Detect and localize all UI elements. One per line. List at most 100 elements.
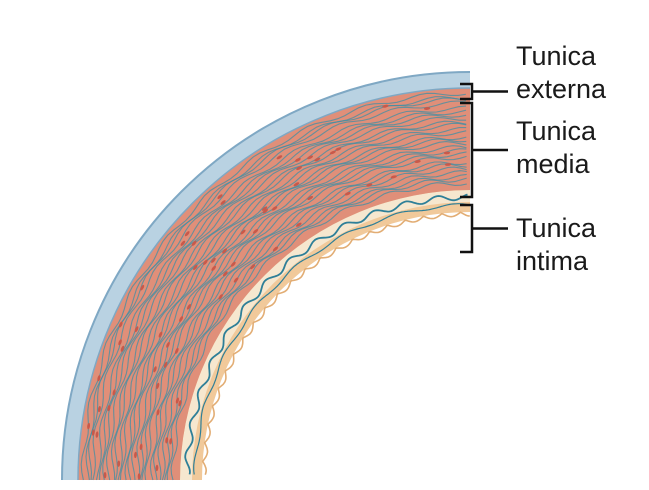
smooth-muscle-nucleus	[230, 261, 236, 267]
smooth-muscle-nucleus	[153, 366, 157, 373]
smooth-muscle-nucleus	[423, 107, 431, 110]
smooth-muscle-nucleus	[163, 361, 168, 368]
bracket-tunica-intima	[460, 203, 508, 254]
smooth-muscle-nucleus	[344, 191, 351, 196]
smooth-muscle-nucleus	[180, 240, 186, 246]
smooth-muscle-nucleus	[335, 147, 342, 151]
smooth-muscle-nucleus	[253, 228, 259, 234]
smooth-muscle-nucleus	[191, 240, 197, 246]
smooth-muscle-nucleus	[87, 422, 91, 430]
media-fiber	[105, 116, 467, 481]
media-fiber	[149, 161, 467, 481]
smooth-muscle-nucleus	[155, 464, 159, 472]
smooth-muscle-nucleus	[233, 277, 239, 283]
smooth-muscle-nucleus	[217, 194, 223, 199]
smooth-muscle-nucleus	[139, 443, 143, 450]
label-tunica-media: Tunica media	[516, 115, 596, 181]
smooth-muscle-nucleus	[97, 375, 101, 382]
smooth-muscle-nucleus	[211, 265, 217, 271]
smooth-muscle-nucleus	[307, 155, 314, 160]
smooth-muscle-nucleus	[276, 155, 283, 160]
layer-brackets	[460, 82, 508, 254]
smooth-muscle-nucleus	[169, 438, 173, 445]
media-fiber	[95, 105, 467, 481]
smooth-muscle-nucleus	[97, 405, 101, 413]
smooth-muscle-cells	[87, 104, 452, 480]
smooth-muscle-nucleus	[184, 231, 190, 237]
smooth-muscle-nucleus	[293, 182, 300, 187]
media-fiber	[99, 109, 467, 481]
smooth-muscle-nucleus	[107, 404, 111, 412]
label-tunica-intima: Tunica intima	[516, 212, 596, 278]
bracket-tunica-externa	[460, 82, 508, 101]
label-tunica-media-line1: Tunica	[516, 116, 597, 146]
media-fiber	[157, 166, 467, 481]
smooth-muscle-nucleus	[140, 284, 145, 291]
media-fiber	[110, 120, 467, 481]
smooth-muscle-nucleus	[166, 341, 170, 348]
label-tunica-externa-line1: Tunica	[516, 41, 597, 71]
smooth-muscle-nucleus	[179, 316, 184, 322]
media-fiber	[85, 96, 466, 481]
media-fiber	[119, 130, 467, 481]
smooth-muscle-nucleus	[156, 409, 160, 416]
smooth-muscle-nucleus	[240, 229, 246, 235]
smooth-muscle-nucleus	[186, 303, 192, 310]
smooth-muscle-nucleus	[165, 437, 169, 444]
media-fiber	[131, 141, 467, 481]
smooth-muscle-nucleus	[262, 208, 268, 214]
media-fiber	[114, 122, 467, 481]
smooth-muscle-nucleus	[296, 222, 302, 227]
media-fiber	[127, 138, 467, 481]
media-fiber	[144, 155, 467, 481]
smooth-muscle-nucleus	[261, 206, 268, 211]
smooth-muscle-nucleus	[366, 183, 373, 187]
smooth-muscle-nucleus	[271, 206, 278, 211]
smooth-muscle-nucleus	[120, 345, 125, 352]
smooth-muscle-nucleus	[175, 397, 179, 404]
smooth-muscle-nucleus	[117, 460, 121, 467]
media-fiber	[153, 163, 467, 481]
smooth-muscle-nucleus	[222, 248, 228, 254]
internal-elastic-lamina	[184, 193, 470, 475]
media-fiber	[102, 114, 467, 481]
smooth-muscle-nucleus	[91, 429, 95, 436]
smooth-muscle-nucleus	[103, 472, 107, 479]
smooth-muscle-nucleus	[112, 389, 116, 396]
smooth-muscle-nucleus	[95, 431, 99, 438]
smooth-muscle-nucleus	[118, 321, 123, 328]
media-fiber	[136, 145, 467, 481]
smooth-muscle-nucleus	[414, 160, 421, 163]
smooth-muscle-nucleus	[382, 104, 389, 108]
smooth-muscle-nucleus	[250, 264, 256, 270]
smooth-muscle-nucleus	[193, 264, 198, 271]
media-fiber	[139, 148, 467, 481]
media-fiber	[170, 182, 467, 481]
smooth-muscle-nucleus	[211, 257, 216, 263]
label-tunica-externa-line2: externa	[516, 74, 607, 104]
media-fiber	[117, 127, 467, 481]
smooth-muscle-nucleus	[137, 473, 141, 480]
smooth-muscle-nucleus	[272, 246, 279, 252]
label-tunica-media-line2: media	[516, 149, 590, 179]
smooth-muscle-nucleus	[390, 175, 397, 179]
media-fiber	[124, 136, 467, 481]
smooth-muscle-nucleus	[218, 294, 223, 300]
label-tunica-externa: Tunica externa	[516, 40, 606, 106]
intima-elastic-wave	[193, 203, 468, 475]
bracket-tunica-media	[460, 101, 508, 199]
internal-elastic-lamina-wave	[184, 193, 468, 475]
smooth-muscle-nucleus	[444, 163, 452, 166]
endothelium-edge	[201, 211, 470, 475]
smooth-muscle-nucleus	[156, 382, 160, 389]
smooth-muscle-nucleus	[443, 151, 451, 155]
smooth-muscle-nucleus	[118, 339, 122, 346]
smooth-muscle-nucleus	[134, 451, 137, 459]
smooth-muscle-nucleus	[178, 400, 182, 407]
label-tunica-intima-line1: Tunica	[516, 213, 597, 243]
smooth-muscle-nucleus	[203, 259, 208, 265]
smooth-muscle-nucleus	[314, 157, 321, 162]
label-tunica-intima-line2: intima	[516, 246, 589, 276]
smooth-muscle-nucleus	[295, 157, 301, 162]
